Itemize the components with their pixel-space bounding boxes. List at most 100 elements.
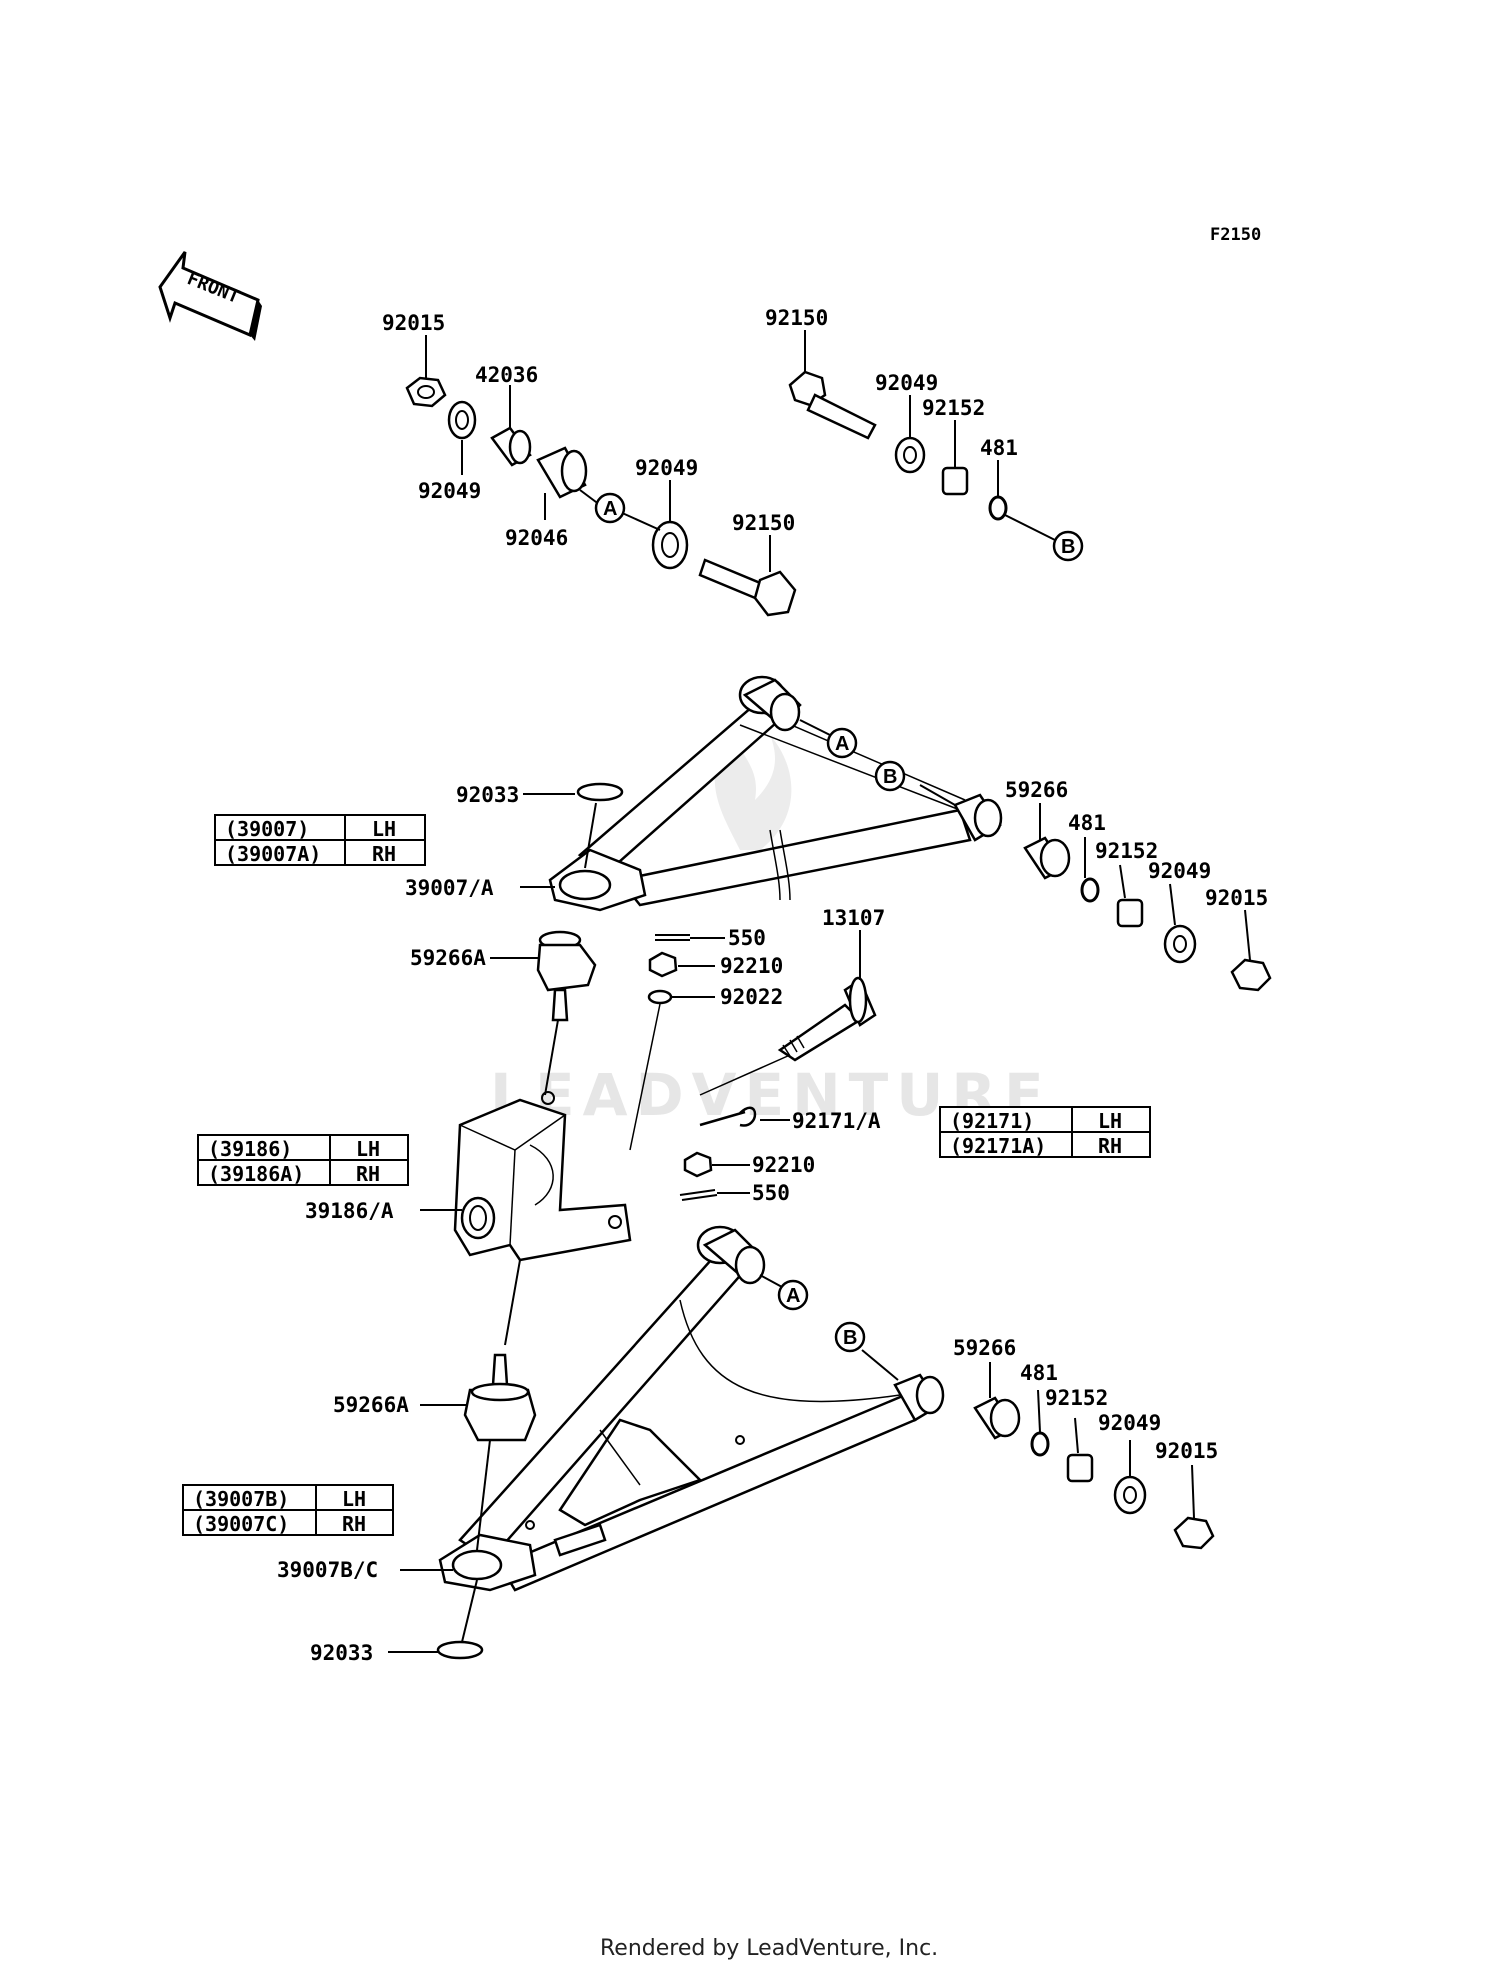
part-label-59266: 59266 [1005,778,1068,802]
svg-text:A: A [786,1285,800,1307]
lock-plate-icon [699,1106,757,1127]
washer-icon [447,400,477,440]
part-label-92171-a: 92171/A [792,1109,881,1133]
part-label-92210: 92210 [720,954,783,978]
part-label-550: 550 [728,926,766,950]
part-label-92150: 92150 [765,306,828,330]
table-cell: (39007A) [225,842,321,866]
part-label-92049: 92049 [635,456,698,480]
washer-icon [1163,924,1197,964]
ref-marker-b: B [834,1321,866,1353]
table-cell: LH [1098,1109,1122,1133]
ref-marker-b: B [874,760,906,792]
ball-joint-upper [536,930,597,1022]
ref-marker-a: A [594,492,626,524]
table-cell: LH [356,1137,380,1161]
part-label-92022: 92022 [720,985,783,1009]
part-label-39186-a: 39186/A [305,1199,394,1223]
washer-icon [894,436,926,474]
svg-text:A: A [603,498,617,520]
watermark: LEADVENTURE [490,730,1044,1129]
lower-a-arm [438,1225,945,1592]
variant-table-39186: (39186) LH (39186A) RH [197,1134,409,1186]
collar-icon [1066,1453,1094,1483]
collar-icon [941,466,969,496]
table-cell: LH [342,1487,366,1511]
axle-icon [777,976,877,1062]
svg-text:B: B [883,766,897,788]
hardware-group-top [405,330,1056,617]
variant-table-39007: (39007) LH (39007A) RH [214,814,426,866]
part-label-92033: 92033 [456,783,519,807]
part-label-481: 481 [1068,811,1106,835]
circlip-icon [988,495,1008,521]
variant-table-92171: (92171) LH (92171A) RH [939,1106,1151,1158]
collar-icon [1116,898,1144,928]
svg-text:A: A [835,733,849,755]
steering-knuckle [453,1091,632,1262]
bushing-icon [1023,836,1071,880]
part-label-92152: 92152 [1045,1386,1108,1410]
castle-nut-icon [648,951,678,978]
washer-icon [1113,1475,1147,1515]
ref-marker-a: A [777,1279,809,1311]
table-cell: (92171A) [950,1134,1046,1158]
part-label-92049: 92049 [1148,859,1211,883]
table-cell: (39186) [208,1137,292,1161]
table-cell: (39007C) [193,1512,289,1536]
table-cell: (39007) [225,817,309,841]
cotter-pin-icon [679,1189,718,1201]
table-cell: (39007B) [193,1487,289,1511]
part-label-92015: 92015 [1155,1439,1218,1463]
castle-nut-icon [683,1151,713,1178]
part-label-481: 481 [980,436,1018,460]
svg-text:B: B [1061,536,1075,558]
part-label-42036: 42036 [475,363,538,387]
nut-icon [405,376,447,408]
part-label-92150: 92150 [732,511,795,535]
part-label-92049: 92049 [418,479,481,503]
part-label-92049: 92049 [1098,1411,1161,1435]
part-label-92015: 92015 [1205,886,1268,910]
part-label-59266a: 59266A [333,1393,409,1417]
part-label-92033: 92033 [310,1641,373,1665]
table-cell: RH [372,842,396,866]
diagram-code: F2150 [1210,225,1261,245]
part-label-92046: 92046 [505,526,568,550]
snap-ring-icon [576,782,624,802]
part-label-39007b-c: 39007B/C [277,1558,378,1582]
part-label-92210: 92210 [752,1153,815,1177]
variant-table-39007b: (39007B) LH (39007C) RH [182,1484,394,1536]
circlip-icon [1080,877,1100,903]
part-label-92049: 92049 [875,371,938,395]
ref-marker-a: A [826,727,858,759]
table-cell: RH [342,1512,366,1536]
svg-text:B: B [843,1327,857,1349]
nut-icon [1173,1516,1215,1550]
table-cell: RH [356,1162,380,1186]
snap-ring-icon [436,1640,484,1660]
part-label-13107: 13107 [822,906,885,930]
circlip-icon [1030,1431,1050,1457]
part-label-92015: 92015 [382,311,445,335]
table-cell: (39186A) [208,1162,304,1186]
part-label-59266: 59266 [953,1336,1016,1360]
table-cell: RH [1098,1134,1122,1158]
part-label-481: 481 [1020,1361,1058,1385]
part-label-550: 550 [752,1181,790,1205]
table-cell: (92171) [950,1109,1034,1133]
ref-marker-b: B [1052,530,1084,562]
washer-icon [647,989,673,1005]
bushing-icon [973,1396,1021,1440]
part-label-39007-a: 39007/A [405,876,494,900]
cotter-pin-icon [655,934,690,941]
part-label-92152: 92152 [1095,839,1158,863]
part-label-59266a: 59266A [410,946,486,970]
part-label-92152: 92152 [922,396,985,420]
nut-icon [1230,958,1272,992]
upper-a-arm [548,675,1003,912]
front-arrow-icon: FRONT [158,251,262,341]
footer-credit: Rendered by LeadVenture, Inc. [600,1936,938,1961]
table-cell: LH [372,817,396,841]
